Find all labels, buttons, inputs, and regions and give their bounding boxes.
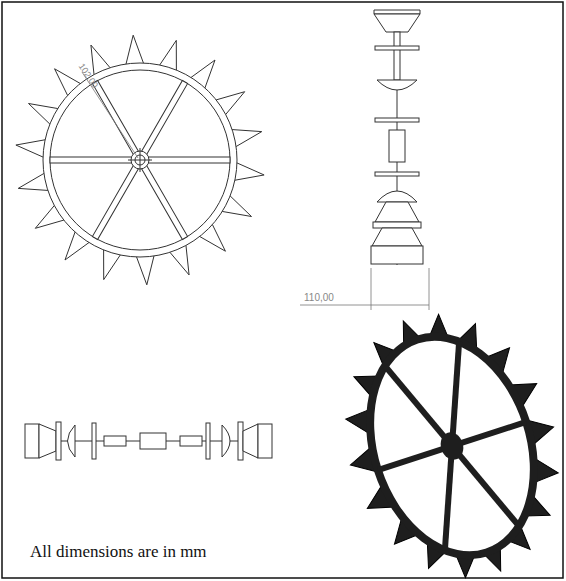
spoke-3d [385,342,519,551]
dimension-text: 110,00 [304,293,334,303]
rim-inner [50,70,230,250]
spoke [92,81,187,240]
spike [126,35,143,64]
rim-side [375,172,419,176]
spike-side [377,80,417,90]
spike-side [374,14,420,32]
spike [222,196,251,217]
rim-side [92,423,96,459]
spoke-side [104,436,126,446]
spike [35,205,64,228]
spike [232,130,262,147]
hub-side [389,130,405,162]
rim-side [25,424,39,458]
center-mark [140,148,141,172]
spike [65,232,89,260]
rim-side [56,422,61,460]
spoke-side [394,32,400,80]
rim-outer [43,63,237,257]
spike-side [372,228,422,246]
rim-side [375,118,419,122]
spike-side [39,424,56,458]
rim-side [238,422,243,460]
spoke-side [180,436,202,446]
spike-side [68,425,76,457]
spike-side [243,424,258,458]
spike-side [375,202,419,222]
hub-side [140,433,166,449]
isometric-view [313,287,566,581]
spike [216,92,245,115]
hub-3d [437,429,467,462]
front-view [16,35,264,285]
rim-side [371,246,423,264]
spike [170,245,189,275]
spike [200,225,226,252]
rim-side [373,222,421,228]
spoke-3d [385,342,519,551]
top-view [25,422,272,460]
spike [55,69,81,96]
spike-side [377,191,417,202]
spike [91,45,110,75]
side-view [371,10,423,265]
spike [16,140,45,157]
rim-side [258,424,272,458]
spike [191,60,215,88]
spike [18,173,48,190]
rim-side [206,423,210,459]
rim-side [375,46,419,50]
spike-side [222,425,230,457]
spike [235,163,264,180]
spike-side [374,10,420,14]
spike [137,256,154,285]
spike [29,103,58,124]
rim-3d [343,315,561,576]
spoke [92,81,187,240]
dimension [300,268,429,310]
note-text: All dimensions are in mm [30,543,207,560]
